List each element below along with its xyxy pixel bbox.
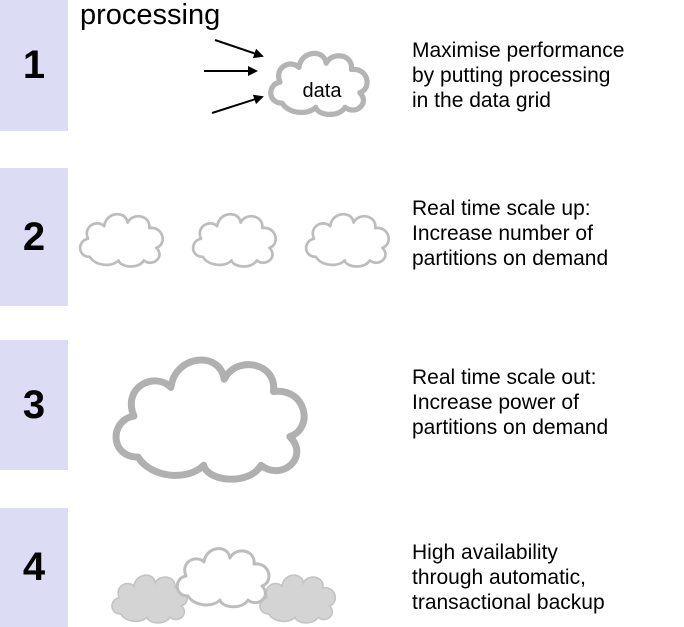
step-4-line-1: High availability	[412, 541, 558, 564]
step-3-description: Real time scale out: Increase power of p…	[412, 365, 682, 440]
step-3-line-1: Real time scale out:	[412, 366, 597, 389]
step-4-line-3: transactional backup	[412, 591, 605, 614]
processing-arrows	[204, 39, 264, 114]
backup-cloud-left	[111, 574, 189, 624]
data-label: data	[303, 80, 343, 102]
step-3-line-3: partitions on demand	[412, 416, 609, 439]
step-4-description: High availability through automatic, tra…	[412, 540, 682, 615]
step-1-number: 1	[22, 43, 46, 87]
step-2-number: 2	[22, 214, 46, 259]
step-2-line-1: Real time scale up:	[412, 197, 591, 220]
step-3-number-box: 3	[0, 340, 68, 470]
scale-up-cloud-3	[304, 212, 391, 268]
step-3-number: 3	[22, 382, 46, 427]
backup-cloud-right	[259, 574, 337, 624]
arrow-1	[214, 39, 264, 59]
scale-up-cloud-2	[191, 212, 278, 268]
step-2-number-box: 2	[0, 168, 68, 306]
scale-up-cloud-1	[78, 212, 165, 268]
primary-cloud	[175, 547, 271, 609]
step-2-line-2: Increase number of	[412, 222, 593, 245]
scale-out-cloud	[116, 360, 304, 479]
step-4-number: 4	[22, 545, 46, 589]
step-2-line-3: partitions on demand	[412, 247, 609, 270]
step-1-line-2: by putting processing	[412, 64, 611, 87]
step-1-line-1: Maximise performance	[412, 39, 625, 62]
step-4-number-box: 4	[0, 508, 68, 627]
step-2-description: Real time scale up: Increase number of p…	[412, 196, 682, 271]
step-1-line-3: in the data grid	[412, 89, 551, 112]
step-4-line-2: through automatic,	[412, 566, 586, 589]
step-3-line-2: Increase power of	[412, 391, 579, 414]
step-1-description: Maximise performance by putting processi…	[412, 38, 682, 113]
processing-label: processing	[80, 0, 221, 31]
arrow-3	[211, 94, 264, 114]
step-1-number-box: 1	[0, 0, 68, 131]
